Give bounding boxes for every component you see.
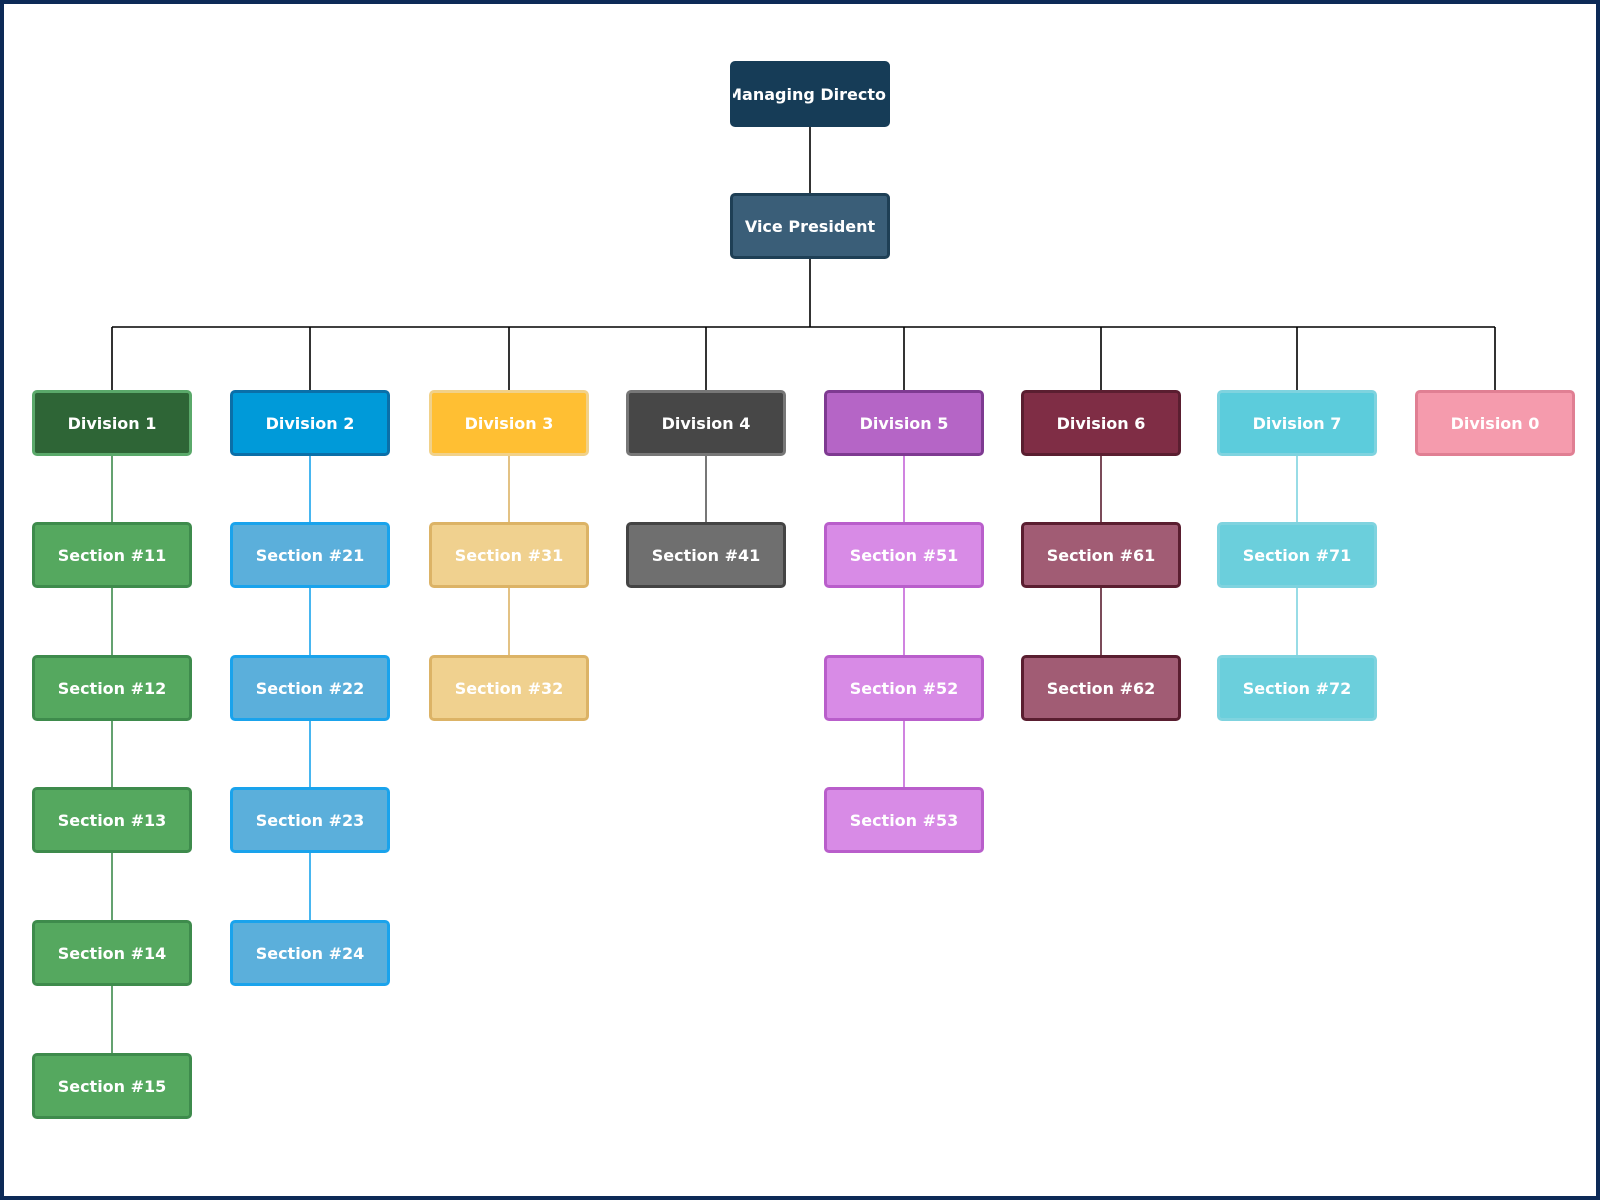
node-section-2-1[interactable]: Section #21 <box>230 522 390 588</box>
node-section-7-2[interactable]: Section #72 <box>1217 655 1377 721</box>
node-section-4-1[interactable]: Section #41 <box>626 522 786 588</box>
node-section-1-4[interactable]: Section #14 <box>32 920 192 986</box>
node-section-2-4[interactable]: Section #24 <box>230 920 390 986</box>
node-section-5-2[interactable]: Section #52 <box>824 655 984 721</box>
node-section-5-3[interactable]: Section #53 <box>824 787 984 853</box>
node-section-1-1[interactable]: Section #11 <box>32 522 192 588</box>
node-division-1[interactable]: Division 1 <box>32 390 192 456</box>
node-section-7-1[interactable]: Section #71 <box>1217 522 1377 588</box>
node-section-1-2[interactable]: Section #12 <box>32 655 192 721</box>
node-section-1-5[interactable]: Section #15 <box>32 1053 192 1119</box>
node-division-2[interactable]: Division 2 <box>230 390 390 456</box>
node-division-8[interactable]: Division 0 <box>1415 390 1575 456</box>
node-section-2-3[interactable]: Section #23 <box>230 787 390 853</box>
connector-layer <box>111 127 1496 1053</box>
node-section-6-2[interactable]: Section #62 <box>1021 655 1181 721</box>
node-division-5[interactable]: Division 5 <box>824 390 984 456</box>
node-division-7[interactable]: Division 7 <box>1217 390 1377 456</box>
node-section-6-1[interactable]: Section #61 <box>1021 522 1181 588</box>
node-section-3-1[interactable]: Section #31 <box>429 522 589 588</box>
node-managing-director[interactable]: Managing Director <box>730 61 890 127</box>
node-section-3-2[interactable]: Section #32 <box>429 655 589 721</box>
node-division-4[interactable]: Division 4 <box>626 390 786 456</box>
node-division-6[interactable]: Division 6 <box>1021 390 1181 456</box>
node-section-5-1[interactable]: Section #51 <box>824 522 984 588</box>
node-vice-president[interactable]: Vice President <box>730 193 890 259</box>
node-section-2-2[interactable]: Section #22 <box>230 655 390 721</box>
node-division-3[interactable]: Division 3 <box>429 390 589 456</box>
node-section-1-3[interactable]: Section #13 <box>32 787 192 853</box>
